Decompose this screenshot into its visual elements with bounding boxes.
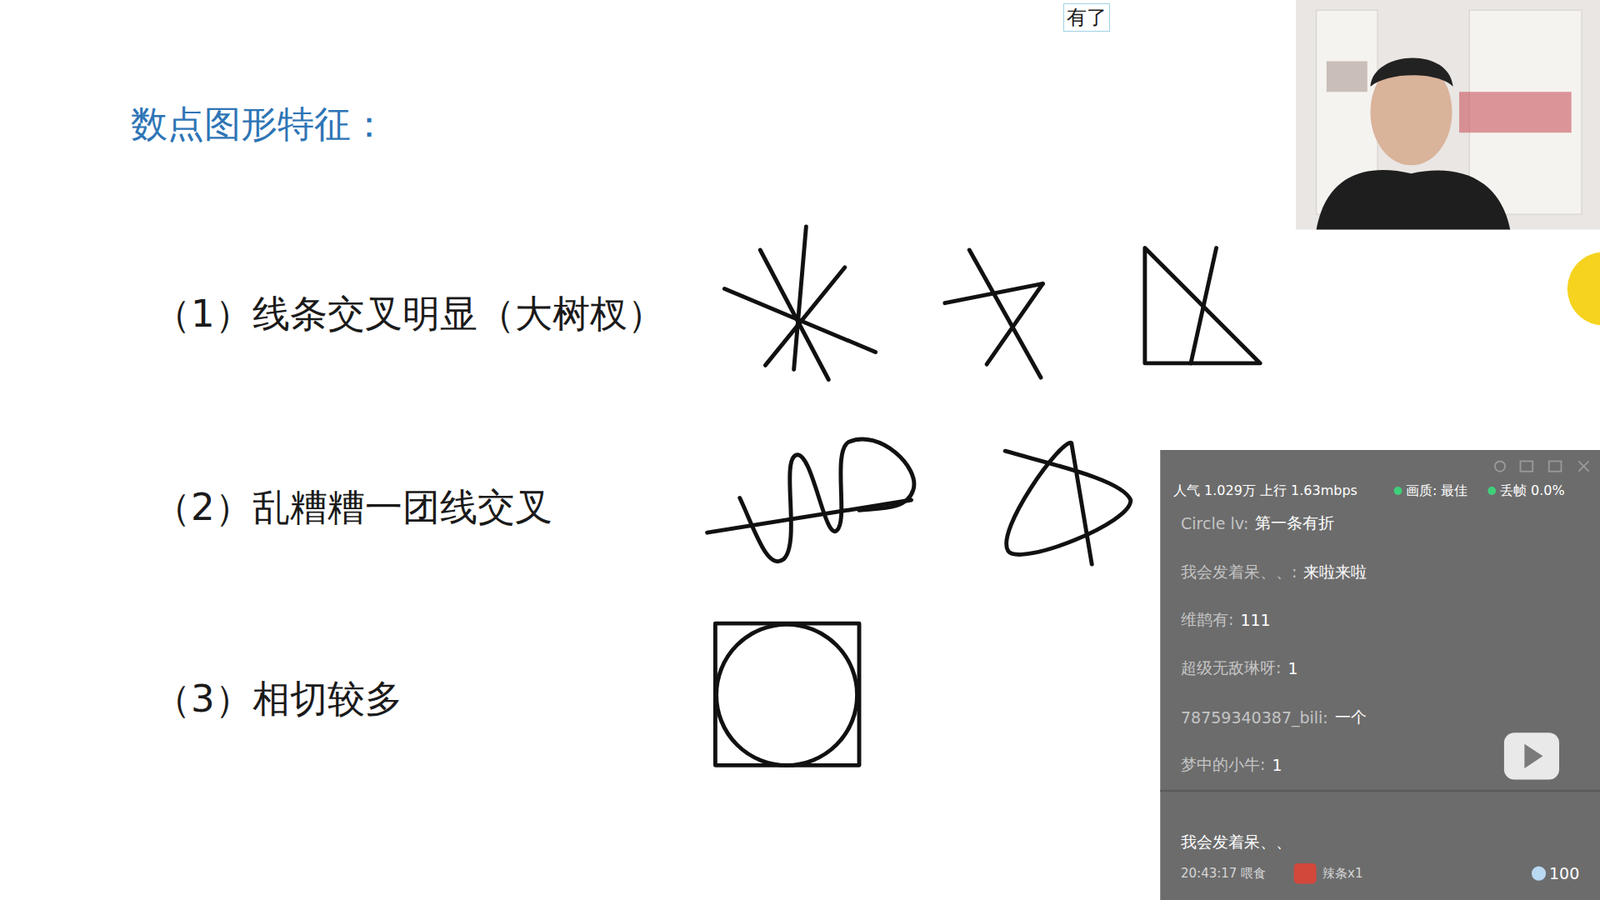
text-row: 我会发着呆、、	[1180, 831, 1292, 854]
text-row: 人气 1.029万 上行 1.63mbps	[1173, 482, 1358, 500]
feature-item: （2）乱糟糟一团线交叉	[153, 482, 553, 533]
gift-sender: 我会发着呆、、	[1180, 831, 1292, 854]
chat-message: 梦中的小牛:	[1180, 754, 1265, 776]
text-row: 丢帧 0.0%	[1500, 482, 1565, 500]
webcam-frame	[1295, 0, 1600, 230]
feature-item: （1）线条交叉明显（大树杈）	[153, 289, 665, 340]
chat-message: 维鹊有:	[1180, 609, 1234, 631]
text-row: （3）相切较多	[153, 674, 403, 725]
text-row: 维鹊有: 111	[1180, 609, 1271, 631]
stream-stats: 人气 1.029万 上行 1.63mbps	[1173, 482, 1358, 500]
feature-item: （3）相切较多	[153, 674, 403, 725]
gift-time: 20:43:17 喂食	[1180, 865, 1266, 882]
slide-title: 数点图形特征：	[130, 100, 388, 150]
overlay-tag: 有了	[1063, 3, 1110, 32]
text-row: Circle lv: 第一条有折	[1180, 512, 1335, 535]
chat-message: 第一条有折	[1255, 512, 1335, 535]
gift-name: 辣条x1	[1322, 865, 1363, 882]
gift-count: 100	[1549, 864, 1580, 883]
chat-message: Circle lv:	[1180, 514, 1249, 533]
text-row: 画质: 最佳	[1405, 482, 1468, 500]
text-row: 超级无敌琳呀: 1	[1180, 657, 1299, 680]
text-row: 我会发着呆、、: 来啦来啦	[1180, 561, 1367, 584]
chat-message: 1	[1271, 755, 1282, 775]
text-row: 梦中的小牛: 1	[1180, 754, 1283, 776]
text-row: （2）乱糟糟一团线交叉	[153, 482, 553, 533]
chat-message: 一个	[1335, 706, 1367, 729]
text-row: （1）线条交叉明显（大树杈）	[153, 289, 665, 340]
stream-stats: 丢帧 0.0%	[1500, 482, 1565, 500]
chat-message: 来啦来啦	[1303, 561, 1367, 584]
chat-message: 我会发着呆、、:	[1180, 561, 1297, 584]
text-row: 辣条x1	[1322, 865, 1363, 882]
chat-message: 111	[1240, 610, 1270, 630]
chat-message: 78759340387_bili:	[1180, 708, 1329, 727]
text-row: 100	[1549, 864, 1580, 883]
chat-panel	[1160, 450, 1600, 900]
text-row: 20:43:17 喂食	[1180, 865, 1266, 882]
text-row: 有了	[1063, 3, 1110, 32]
chat-message: 超级无敌琳呀:	[1180, 657, 1281, 680]
text-row: 78759340387_bili: 一个	[1180, 706, 1367, 729]
stream-stats: 画质: 最佳	[1405, 482, 1468, 500]
chat-message: 1	[1287, 659, 1298, 678]
text-row: 数点图形特征：	[130, 100, 388, 150]
pointer-dot	[1567, 251, 1600, 325]
